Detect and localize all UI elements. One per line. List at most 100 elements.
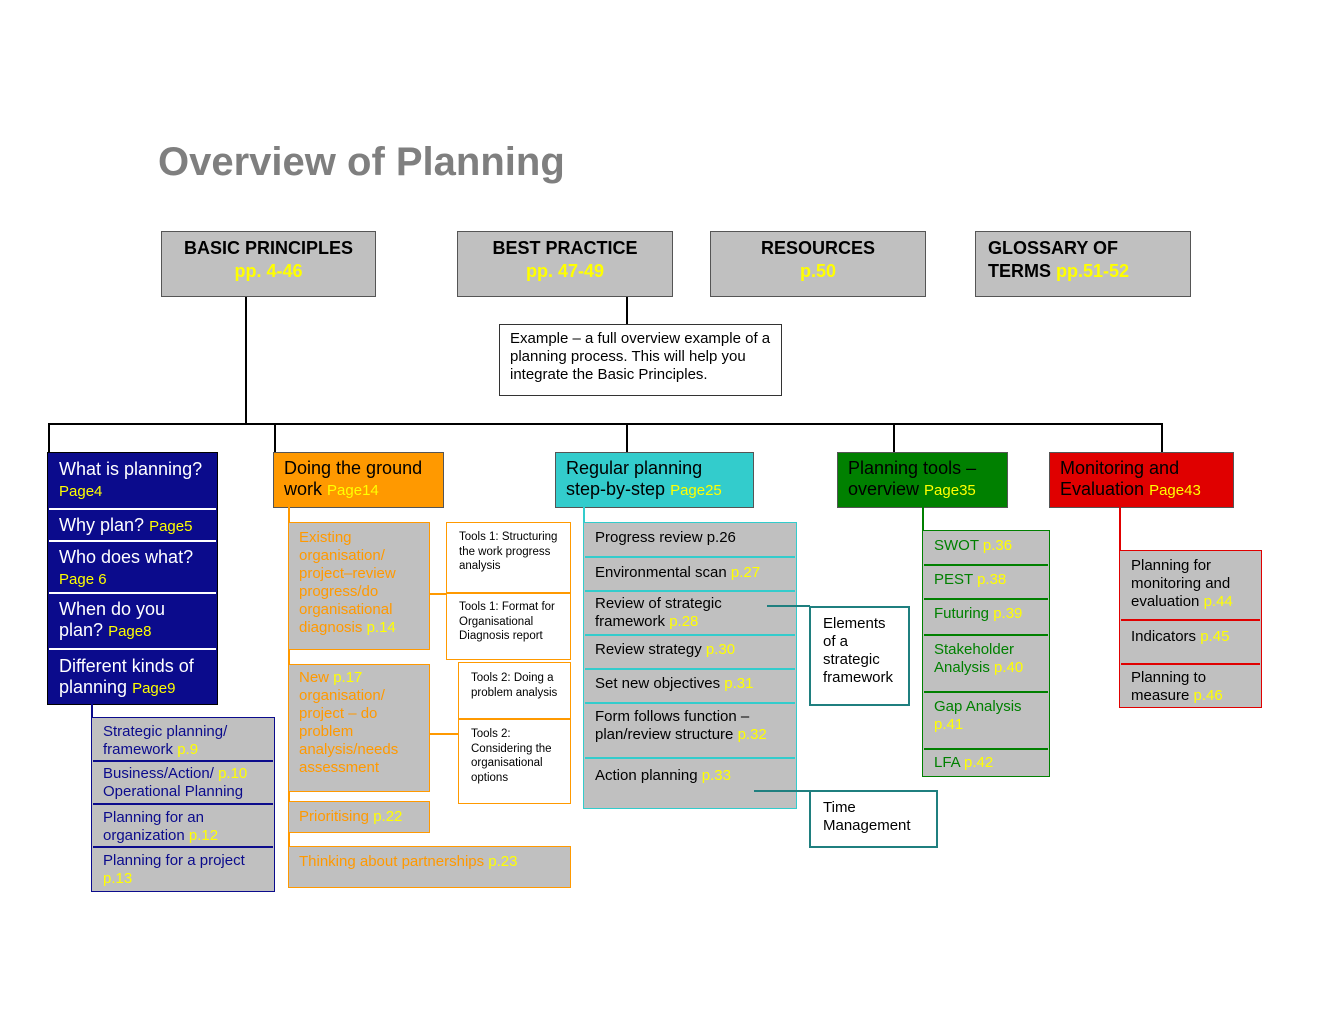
tools-2-item[interactable]: Tools 2: Doing a problem analysis	[459, 663, 570, 717]
item-label: Planning for monitoring and evaluation	[1131, 557, 1231, 610]
divider	[924, 598, 1048, 600]
col4-item[interactable]: Futuring p.39	[924, 600, 1048, 633]
page-ref: p.38	[977, 571, 1007, 588]
tools-1-item[interactable]: Tools 1: Structuring the work progress a…	[447, 523, 570, 591]
item-label: Review strategy	[595, 641, 702, 658]
basic-principles-box[interactable]: BASIC PRINCIPLES pp. 4-46	[161, 231, 376, 297]
col4-header[interactable]: Planning tools – overview Page35	[837, 452, 1008, 508]
col3-header[interactable]: Regular planning step-by-step Page25	[555, 452, 754, 508]
page-ref: Page9	[132, 680, 176, 697]
box-label-2: TERMS	[988, 261, 1051, 281]
item-label: Planning for an organization	[103, 809, 204, 844]
col3-item[interactable]: Form follows function – plan/review stru…	[585, 704, 795, 756]
box-label: BASIC PRINCIPLES	[183, 238, 354, 258]
page-ref: Page4	[59, 483, 103, 500]
col2-item[interactable]: Existing organisation/ project–review pr…	[288, 522, 430, 650]
col1-sub-item[interactable]: Strategic planning/ framework p.9	[93, 719, 273, 759]
col2-item[interactable]: Thinking about partnerships p.23	[288, 846, 571, 888]
col3-item[interactable]: Environmental scan p.27	[585, 558, 795, 589]
connector-line	[767, 605, 810, 607]
page-ref: p.23	[488, 853, 518, 870]
glossary-box[interactable]: GLOSSARY OF TERMS pp.51-52	[975, 231, 1191, 297]
col4-item[interactable]: PEST p.38	[924, 566, 1048, 597]
page-ref: p.13	[103, 870, 133, 887]
page-ref: p.10	[218, 765, 248, 782]
page-ref: Page43	[1149, 482, 1201, 499]
col1-item[interactable]: Who does what?Page 6	[49, 543, 216, 591]
page-ref: Page 6	[59, 571, 107, 588]
divider	[585, 590, 795, 592]
col2-header[interactable]: Doing the ground work Page14	[273, 452, 444, 508]
col1-item[interactable]: Different kinds of planning Page9	[49, 651, 216, 703]
divider	[924, 691, 1048, 693]
divider	[1121, 663, 1260, 665]
page-ref: p.22	[373, 808, 403, 825]
connector-line	[430, 593, 446, 595]
page-ref: p.17	[333, 669, 363, 686]
box-label: BEST PRACTICE	[492, 238, 638, 258]
divider	[49, 540, 216, 542]
page-ref: p.27	[730, 564, 761, 581]
box-label: RESOURCES	[760, 238, 876, 258]
divider	[924, 634, 1048, 636]
page-ref: p.12	[188, 827, 219, 844]
connector-line	[893, 423, 895, 453]
connector-line	[754, 790, 810, 792]
divider	[585, 634, 795, 636]
best-practice-box[interactable]: BEST PRACTICE pp. 47-49	[457, 231, 673, 297]
col5-item[interactable]: Planning to measure p.46	[1121, 665, 1260, 706]
divider	[585, 556, 795, 558]
page-ref: p.44	[1203, 593, 1233, 610]
col4-item[interactable]: Stakeholder Analysis p.40	[924, 636, 1048, 690]
page-ref: p.32	[737, 726, 767, 743]
page-ref: p.45	[1200, 628, 1230, 645]
tools-1-item[interactable]: Tools 1: Format for Organisational Diagn…	[447, 594, 570, 658]
page-ref: Page25	[670, 482, 722, 499]
item-label: Gap Analysis	[934, 698, 1022, 715]
col4-item[interactable]: LFA p.42	[924, 750, 1048, 775]
connector-line	[1161, 423, 1163, 453]
resources-box[interactable]: RESOURCES p.50	[710, 231, 926, 297]
item-label: Review of strategic framework	[595, 595, 722, 630]
item-label-2: Operational Planning	[103, 783, 244, 800]
col2-item[interactable]: Prioritising p.22	[288, 801, 430, 833]
col1-item[interactable]: What is planning? Page4	[49, 454, 216, 506]
item-label: Business/Action/	[103, 765, 214, 782]
col1-sub-item[interactable]: Planning for an organization p.12	[93, 805, 273, 845]
col1-item[interactable]: When do you plan? Page8	[49, 595, 216, 647]
box-label: GLOSSARY OF	[988, 238, 1119, 258]
col5-header[interactable]: Monitoring and Evaluation Page43	[1049, 452, 1234, 508]
divider	[49, 508, 216, 510]
page-ref: p.42	[964, 754, 994, 771]
divider	[93, 846, 273, 848]
header-label: Planning tools – overview	[848, 458, 977, 499]
col3-item[interactable]: Set new objectives p.31	[585, 670, 795, 701]
divider	[93, 760, 273, 762]
col3-item[interactable]: Progress review p.26	[585, 524, 795, 555]
col1-item[interactable]: Why plan? Page5	[49, 511, 216, 539]
item-label: PEST	[934, 571, 973, 588]
col4-item[interactable]: Gap Analysis p.41	[924, 693, 1048, 747]
col3-item[interactable]: Review strategy p.30	[585, 636, 795, 667]
item-label: Prioritising	[299, 808, 370, 825]
col4-stack	[922, 530, 1050, 777]
page-ref: pp. 4-46	[234, 261, 303, 281]
divider	[585, 668, 795, 670]
col1-sub-item[interactable]: Planning for a project p.13	[93, 848, 273, 890]
col3-item[interactable]: Review of strategic framework p.28	[585, 592, 795, 634]
col5-item[interactable]: Planning for monitoring and evaluation p…	[1121, 552, 1260, 618]
divider	[93, 803, 273, 805]
divider	[585, 702, 795, 704]
item-label-2: organisation/ project – do problem analy…	[299, 687, 399, 776]
col4-item[interactable]: SWOT p.36	[924, 532, 1048, 563]
col3-stack	[583, 522, 797, 809]
strategic-framework-callout: Elements of a strategic framework	[809, 606, 910, 706]
item-label: Thinking about partnerships	[299, 853, 485, 870]
col5-item[interactable]: Indicators p.45	[1121, 621, 1260, 661]
tools-2-item[interactable]: Tools 2: Considering the organisational …	[459, 720, 570, 802]
item-label: LFA	[934, 754, 960, 771]
col3-item[interactable]: Action planning p.33	[585, 759, 795, 807]
